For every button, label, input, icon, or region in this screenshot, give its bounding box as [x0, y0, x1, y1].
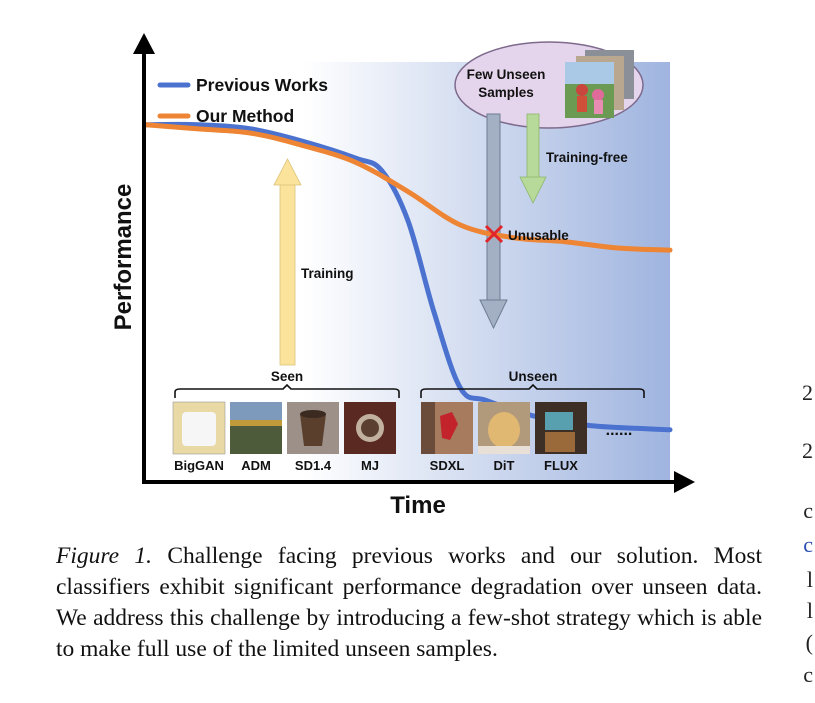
gen-label-biggan: BigGAN	[174, 458, 224, 473]
more-generators-ellipsis: ......	[606, 422, 633, 439]
figure-caption-label: Figure 1.	[56, 543, 153, 569]
thumb-dit	[478, 402, 530, 454]
edge-glyph: c	[803, 532, 813, 557]
thumb-sd14	[287, 402, 339, 454]
edge-glyph: 2	[802, 380, 813, 405]
gen-label-mj: MJ	[361, 458, 379, 473]
seen-label: Seen	[271, 369, 303, 384]
y-axis	[133, 33, 155, 482]
legend-label-previous-works: Previous Works	[196, 75, 328, 95]
gen-label-adm: ADM	[241, 458, 271, 473]
gen-label-flux: FLUX	[544, 458, 578, 473]
training-free-label: Training-free	[546, 150, 628, 165]
training-label: Training	[301, 266, 354, 281]
few-unseen-samples-bubble: Few Unseen Samples	[454, 41, 644, 129]
samples-to-previous-arrow	[479, 113, 508, 330]
edge-glyph: (	[805, 630, 813, 655]
figure-1-chart: Few Unseen Samples Training Training-fre…	[110, 33, 695, 519]
unseen-label: Unseen	[509, 369, 558, 384]
few-unseen-samples-label-line1: Few Unseen	[467, 67, 546, 82]
sample-images-stack	[565, 50, 634, 118]
unusable-label: Unusable	[508, 228, 569, 243]
thumb-adm	[230, 402, 282, 454]
few-unseen-samples-label-line2: Samples	[478, 85, 534, 100]
x-axis	[142, 471, 695, 493]
edge-glyph: l	[806, 567, 813, 592]
gen-label-dit: DiT	[494, 458, 515, 473]
legend: Previous Works Our Method	[157, 75, 328, 126]
series-line-our-method	[143, 122, 673, 253]
gen-label-sdxl: SDXL	[430, 458, 465, 473]
training-free-arrow	[519, 113, 547, 204]
legend-label-our-method: Our Method	[196, 106, 294, 126]
gen-label-sd14: SD1.4	[295, 458, 332, 473]
training-arrow	[273, 158, 302, 366]
thumb-biggan	[172, 401, 226, 455]
edge-glyph: 2	[802, 438, 813, 463]
y-axis-label: Performance	[110, 184, 137, 331]
edge-glyph: c	[803, 498, 813, 523]
unseen-brace	[420, 383, 645, 398]
figure-caption-text: Challenge facing previous works and our …	[56, 543, 763, 662]
seen-brace	[174, 383, 400, 398]
thumb-mj	[344, 402, 396, 454]
thumb-flux	[535, 402, 587, 454]
x-axis-label: Time	[390, 492, 446, 519]
figure-caption: Figure 1. Challenge facing previous work…	[56, 541, 762, 665]
edge-glyph: c	[803, 662, 813, 687]
unusable-cross-icon	[484, 224, 504, 244]
thumb-sdxl	[421, 402, 473, 454]
edge-glyph: l	[806, 598, 813, 623]
